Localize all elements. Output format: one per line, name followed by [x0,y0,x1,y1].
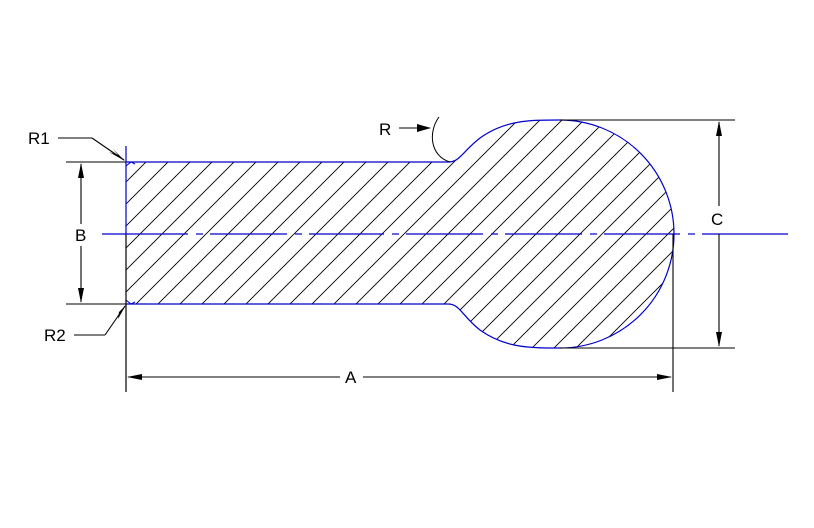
r2-arrow [115,305,126,319]
a-arrow-right [657,374,672,380]
label-c: C [711,210,723,229]
r2-corner-mark [125,299,136,305]
r-arrow [417,124,431,132]
shaft-bottom-edge [126,303,561,349]
label-r1: R1 [28,129,50,148]
b-arrow-bottom [78,288,84,303]
part-outline [125,119,675,349]
r1-corner-mark [125,161,136,167]
c-arrow-bottom [716,332,722,347]
b-arrow-top [78,163,84,178]
r-indicator-arc [431,116,451,163]
section-hatch [126,120,674,348]
shaft-top-edge [126,119,561,163]
label-r2: R2 [44,326,66,345]
label-b: B [75,226,86,245]
label-r: R [379,120,391,139]
c-arrow-top [716,121,722,136]
arrowheads [78,121,722,380]
label-a: A [345,368,357,387]
r1-arrow [109,149,125,161]
a-arrow-left [127,374,142,380]
labels: R1 R2 R B C A [28,120,723,387]
